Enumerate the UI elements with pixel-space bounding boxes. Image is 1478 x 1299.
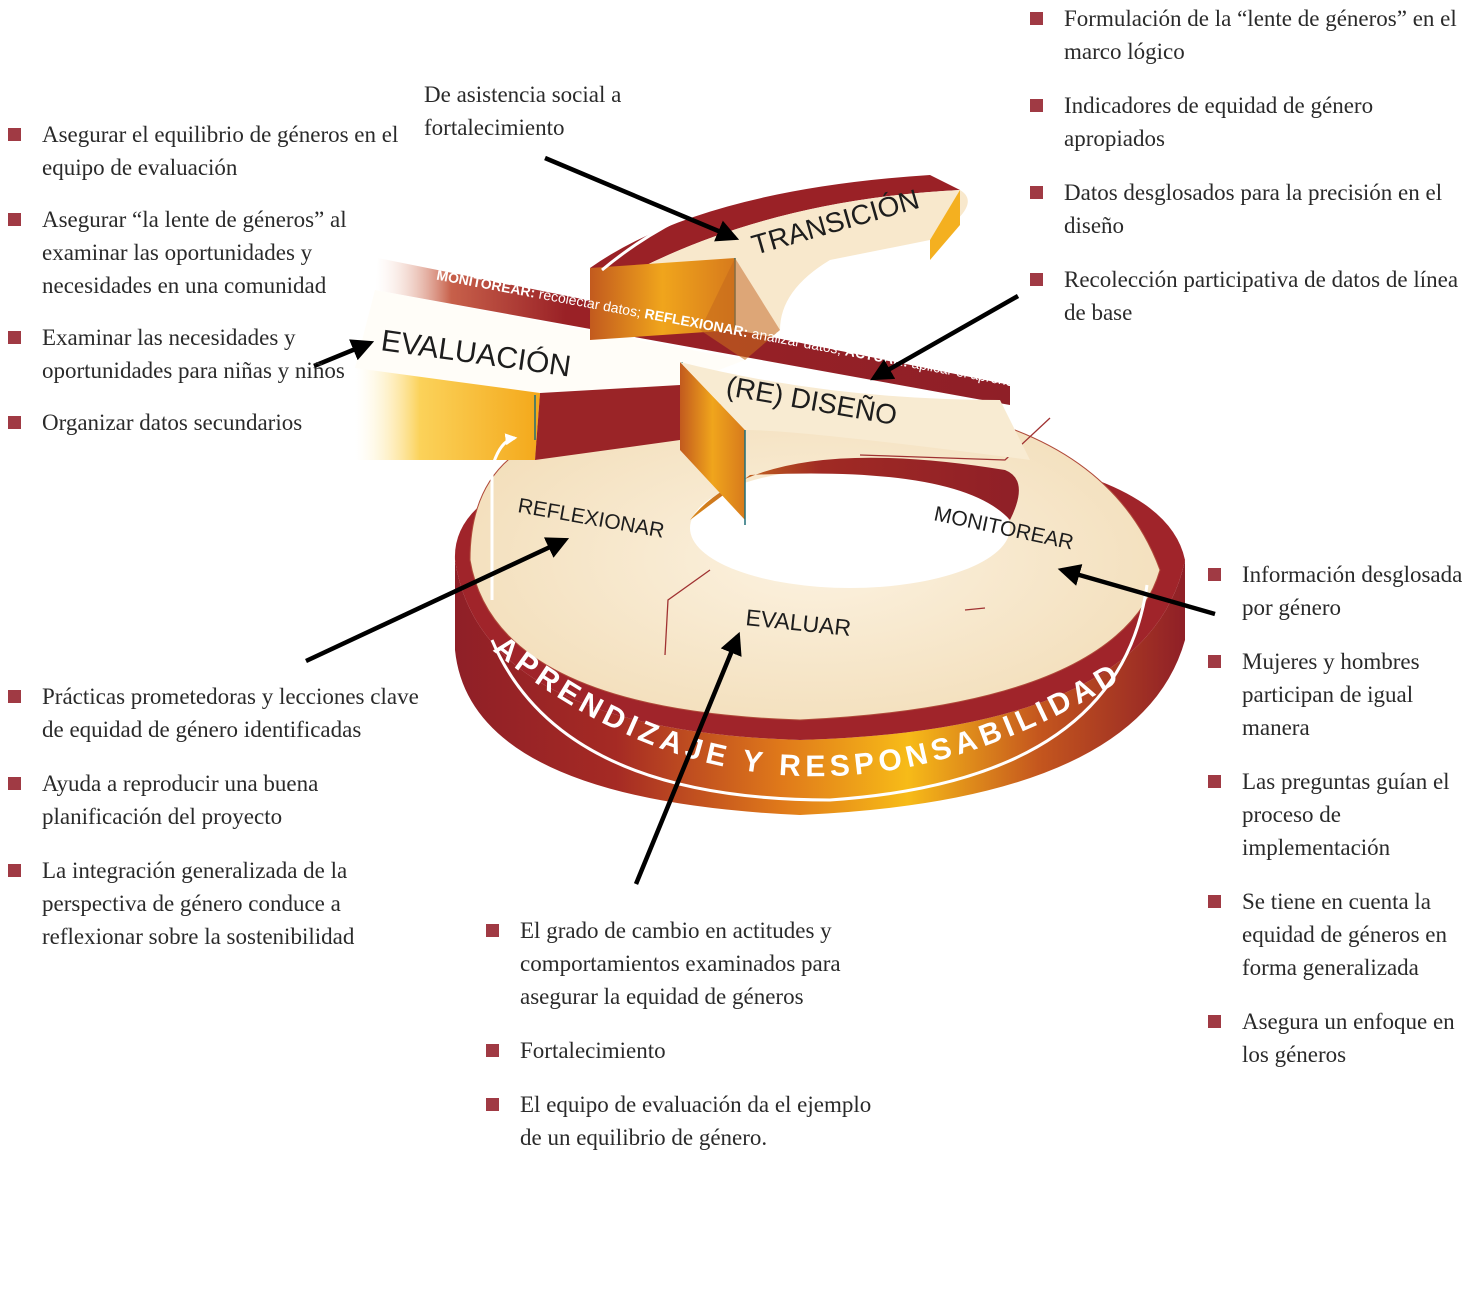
bullet-square-icon [1208, 1015, 1221, 1028]
list-item: Información desglosada por género [1208, 558, 1468, 624]
list-item: Fortalecimiento [486, 1034, 886, 1067]
rediseno-points-list: Formulación de la “lente de géneros” en … [1030, 2, 1476, 350]
list-item: Las preguntas guían el proceso de implem… [1208, 765, 1468, 864]
bullet-square-icon [8, 331, 21, 344]
arrow-to-transicion [545, 158, 735, 238]
list-item: Indicadores de equidad de género apropia… [1030, 89, 1476, 155]
evaluar-points-list: El grado de cambio en actitudes y compor… [486, 914, 886, 1175]
list-item: La integración generalizada de la perspe… [8, 854, 428, 953]
list-item: Examinar las necesidades y oportunidades… [8, 321, 408, 387]
bullet-square-icon [8, 777, 21, 790]
bullet-square-icon [1208, 895, 1221, 908]
list-item: Organizar datos secundarios [8, 406, 408, 439]
list-item: Asegurar el equilibrio de géneros en el … [8, 118, 408, 184]
list-item: El grado de cambio en actitudes y compor… [486, 914, 886, 1013]
list-item: Formulación de la “lente de géneros” en … [1030, 2, 1476, 68]
bullet-square-icon [1208, 655, 1221, 668]
list-item: Asegura un enfoque en los géneros [1208, 1005, 1468, 1071]
bullet-square-icon [1030, 12, 1043, 25]
list-item: El equipo de evaluación da el ejemplo de… [486, 1088, 886, 1154]
list-item: Se tiene en cuenta la equidad de géneros… [1208, 885, 1468, 984]
list-item: Mujeres y hombres participan de igual ma… [1208, 645, 1468, 744]
bullet-square-icon [1208, 568, 1221, 581]
bullet-square-icon [486, 1098, 499, 1111]
transition-note: De asistencia social a fortalecimiento [424, 78, 684, 144]
bullet-square-icon [8, 690, 21, 703]
bullet-square-icon [486, 924, 499, 937]
list-item: Prácticas prometedoras y lecciones clave… [8, 680, 428, 746]
bullet-square-icon [1208, 775, 1221, 788]
bullet-square-icon [1030, 99, 1043, 112]
bullet-square-icon [8, 128, 21, 141]
bullet-square-icon [8, 416, 21, 429]
reflexionar-points-list: Prácticas prometedoras y lecciones clave… [8, 680, 428, 974]
list-item: Datos desglosados para la precisión en e… [1030, 176, 1476, 242]
bullet-square-icon [8, 864, 21, 877]
bullet-square-icon [8, 213, 21, 226]
list-item: Ayuda a reproducir una buena planificaci… [8, 767, 428, 833]
bullet-square-icon [486, 1044, 499, 1057]
list-item: Recolección participativa de datos de lí… [1030, 263, 1476, 329]
list-item: Asegurar “la lente de géneros” al examin… [8, 203, 408, 302]
bullet-square-icon [1030, 186, 1043, 199]
monitorear-points-list: Información desglosada por género Mujere… [1208, 558, 1468, 1092]
bullet-square-icon [1030, 273, 1043, 286]
evaluacion-points-list: Asegurar el equilibrio de géneros en el … [8, 118, 408, 458]
